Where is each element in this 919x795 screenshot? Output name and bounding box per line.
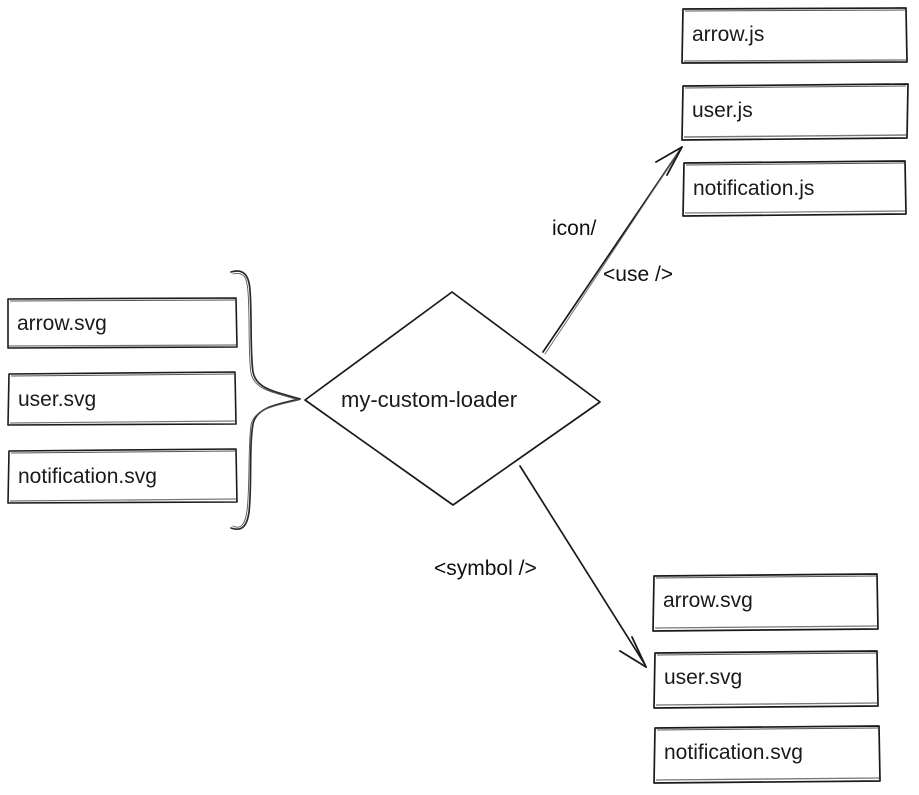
edge-use[interactable] (542, 146, 683, 355)
center-node-label: my-custom-loader (341, 387, 518, 412)
output-box-label-notification-js: notification.js (693, 177, 815, 200)
output-box-arrow-js[interactable] (681, 7, 908, 64)
input-box-arrow-svg[interactable] (7, 297, 238, 349)
output-box-label-user-svg: user.svg (664, 666, 743, 689)
edge-label-symbol: <symbol /> (434, 557, 537, 580)
input-box-label-notification-svg: notification.svg (18, 465, 157, 488)
input-box-user-svg[interactable] (7, 371, 237, 426)
output-box-label-arrow-js: arrow.js (692, 23, 765, 46)
edge-label-use: <use /> (603, 263, 674, 286)
output-box-user-js[interactable] (681, 83, 909, 141)
output-box-notification-svg[interactable] (653, 725, 881, 784)
output-box-user-svg[interactable] (653, 650, 879, 709)
output-box-notification-js[interactable] (682, 160, 907, 217)
edge-symbol[interactable] (519, 465, 647, 668)
edge-label-icon-path: icon/ (552, 217, 597, 240)
input-box-label-arrow-svg: arrow.svg (17, 312, 107, 335)
input-group-brace (230, 270, 301, 531)
output-box-label-user-js: user.js (692, 99, 753, 122)
input-box-label-user-svg: user.svg (18, 388, 97, 411)
input-box-notification-svg[interactable] (7, 448, 238, 504)
center-node-diamond[interactable] (304, 291, 601, 506)
output-box-label-notification-svg: notification.svg (664, 741, 803, 764)
output-box-label-arrow-svg: arrow.svg (663, 589, 753, 612)
output-box-arrow-svg[interactable] (652, 573, 879, 632)
